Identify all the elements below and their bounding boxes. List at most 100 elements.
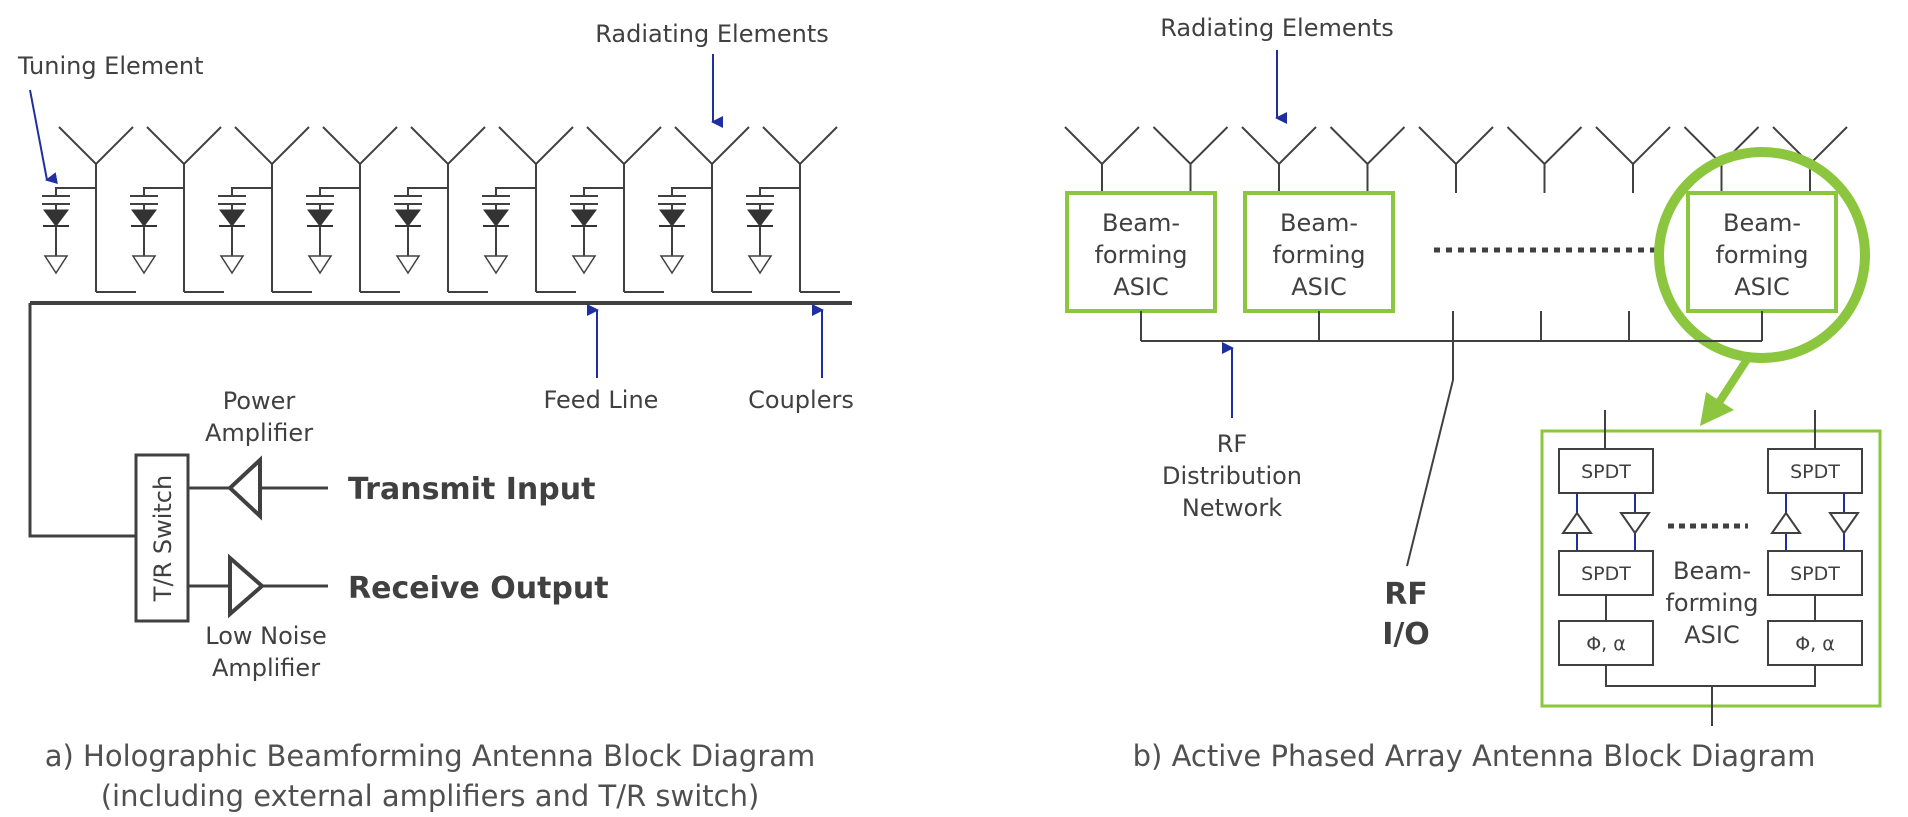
tuning-element-label: Tuning Element — [17, 52, 204, 80]
asic-box-1 — [1065, 191, 1217, 313]
amplifier-up-icon-1 — [1561, 511, 1593, 534]
antenna-icon — [674, 126, 750, 166]
asic-detail-label-3: ASIC — [1684, 621, 1740, 649]
element-unit-2 — [130, 126, 224, 293]
asic-3-label-2: forming — [1715, 241, 1808, 269]
caption-b: b) Active Phased Array Antenna Block Dia… — [1133, 739, 1816, 773]
varactor-diode-icon — [131, 209, 157, 227]
asic-1-label-3: ASIC — [1113, 273, 1169, 301]
transmit-input-label: Transmit Input — [348, 472, 595, 507]
spdt-label-1: SPDT — [1581, 461, 1631, 483]
antenna-icon — [1152, 126, 1229, 166]
element-unit-4 — [306, 126, 400, 293]
antenna-unit-b-3 — [1241, 126, 1317, 193]
antenna-unit-b-7 — [1595, 126, 1671, 193]
phase-amp-label-2: Φ, α — [1795, 633, 1835, 655]
antenna-unit-b-6 — [1506, 126, 1583, 193]
low-noise-amplifier-label-1: Low Noise — [205, 622, 326, 650]
ground-icon — [571, 255, 597, 275]
asic-3-label-1: Beam- — [1723, 209, 1801, 237]
varactor-diode-icon — [307, 209, 333, 227]
antenna-icon — [322, 126, 398, 166]
asic-2-label-1: Beam- — [1280, 209, 1358, 237]
low-noise-amplifier-icon — [228, 553, 266, 619]
low-noise-amplifier-label-2: Amplifier — [212, 654, 320, 682]
zoom-arrowhead-icon — [1700, 392, 1734, 426]
asic-detail-label-1: Beam- — [1673, 557, 1751, 585]
varactor-diode-icon — [483, 209, 509, 227]
zoom-arrow-icon — [1714, 355, 1752, 407]
antenna-icon — [586, 126, 662, 166]
asic-detail: SPDT SPDT Φ, α SPDT SPDT Φ, α — [1540, 410, 1882, 726]
element-unit-7 — [570, 126, 664, 293]
element-unit-3 — [218, 126, 312, 293]
antenna-icon — [1241, 126, 1317, 166]
couplers-label: Couplers — [748, 386, 854, 414]
asic-2-label-3: ASIC — [1291, 273, 1347, 301]
antenna-icon — [1506, 126, 1583, 166]
radiating-elements-label-b: Radiating Elements — [1160, 14, 1393, 42]
ground-icon — [219, 255, 245, 275]
element-unit-8 — [658, 126, 752, 293]
phase-amp-label-1: Φ, α — [1586, 633, 1626, 655]
rf-io-label-1: RF — [1384, 577, 1428, 612]
rf-io-leader — [1406, 379, 1454, 567]
spdt-box-2 — [1558, 550, 1654, 596]
panel-a-holographic: T/R Switch Tuning Element Radiating Elem… — [17, 20, 854, 813]
antenna-icon — [762, 126, 838, 166]
caption-a-line-1: a) Holographic Beamforming Antenna Block… — [45, 739, 816, 773]
asic-1-label-1: Beam- — [1102, 209, 1180, 237]
varactor-diode-icon — [571, 209, 597, 227]
asic-box-2 — [1243, 191, 1395, 313]
spdt-label-4: SPDT — [1790, 563, 1840, 585]
rf-io-label-2: I/O — [1382, 617, 1430, 652]
antenna-unit-b-5 — [1418, 126, 1494, 193]
tr-switch-label: T/R Switch — [149, 475, 177, 602]
ground-icon — [747, 255, 773, 275]
antenna-icon — [1418, 126, 1494, 166]
element-unit-1 — [42, 126, 136, 293]
rf-distribution-label-3: Network — [1182, 494, 1282, 522]
spdt-box-1 — [1558, 448, 1654, 494]
element-unit-9 — [746, 126, 840, 293]
spdt-box-3 — [1767, 448, 1863, 494]
amplifier-down-icon-1 — [1619, 512, 1651, 535]
ground-icon — [395, 255, 421, 275]
asic-2-label-2: forming — [1272, 241, 1365, 269]
rf-distribution-label-1: RF — [1217, 430, 1247, 458]
asic-3-label-3: ASIC — [1734, 273, 1790, 301]
antenna-icon — [58, 126, 134, 166]
panel-b-phased-array: Beam- forming ASIC Beam- forming ASIC Be… — [1064, 14, 1882, 773]
ground-icon — [307, 255, 333, 275]
tr-switch-box — [134, 453, 190, 623]
asic-detail-label-2: forming — [1665, 589, 1758, 617]
asic-1-label-2: forming — [1094, 241, 1187, 269]
antenna-icon — [234, 126, 310, 166]
caption-a-line-2: (including external amplifiers and T/R s… — [101, 779, 760, 812]
varactor-diode-icon — [395, 209, 421, 227]
zoom-circle — [1654, 147, 1870, 363]
ground-icon — [131, 255, 157, 275]
element-unit-6 — [482, 126, 576, 293]
antenna-unit-b-2 — [1152, 126, 1229, 193]
ground-icon — [43, 255, 69, 275]
power-amplifier-label-1: Power — [223, 387, 296, 415]
antenna-unit-b-4 — [1329, 126, 1406, 193]
receive-output-label: Receive Output — [348, 571, 609, 606]
spdt-label-2: SPDT — [1581, 563, 1631, 585]
varactor-diode-icon — [219, 209, 245, 227]
feed-to-switch-line — [28, 303, 136, 538]
spdt-label-3: SPDT — [1790, 461, 1840, 483]
antenna-icon — [146, 126, 222, 166]
rf-distribution-label-2: Distribution — [1162, 462, 1302, 490]
amplifier-up-icon-2 — [1770, 511, 1802, 534]
spdt-box-4 — [1767, 550, 1863, 596]
antenna-icon — [410, 126, 486, 166]
antenna-icon — [498, 126, 574, 166]
varactor-diode-icon — [659, 209, 685, 227]
feed-line-label: Feed Line — [544, 386, 659, 414]
power-amplifier-icon — [227, 455, 262, 521]
antenna-icon — [1064, 126, 1140, 166]
